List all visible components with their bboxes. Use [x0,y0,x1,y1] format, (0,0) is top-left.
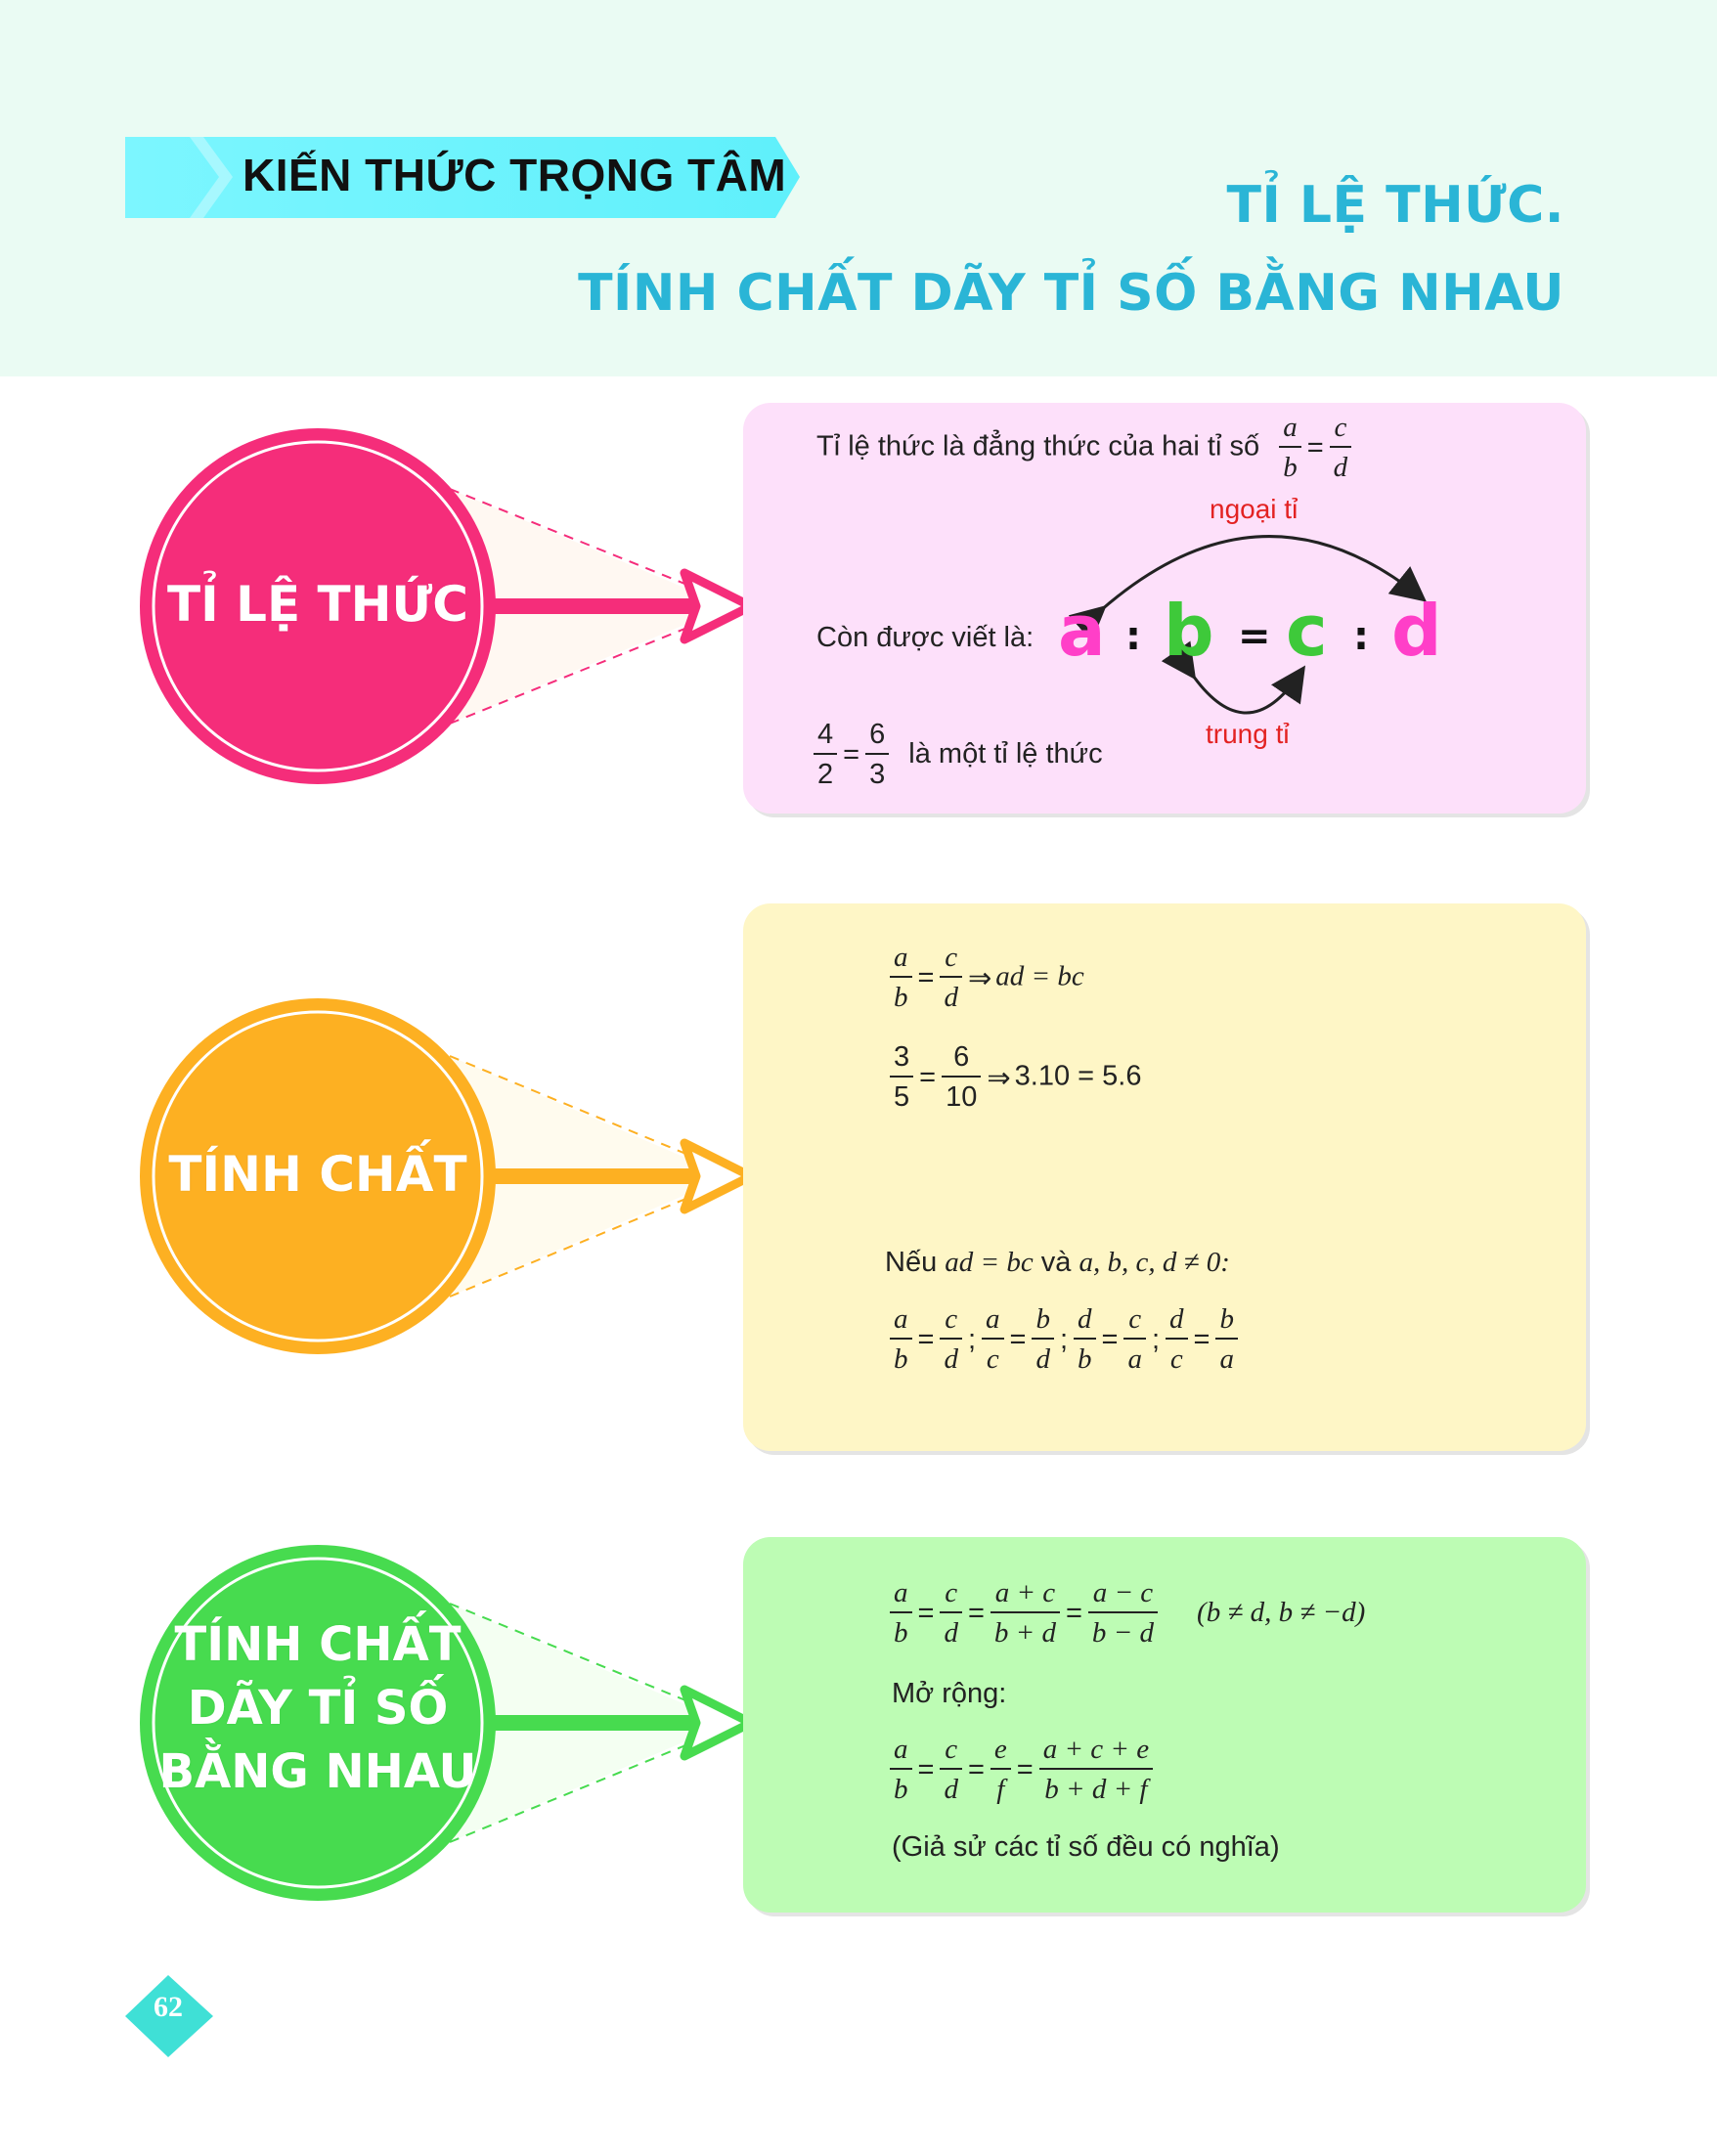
meaningful-note: (Giả sử các tỉ số đều có nghĩa) [892,1831,1280,1863]
letter-c: c [1286,590,1328,672]
header-banner-shape [125,137,800,218]
page-title-line2: TÍNH CHẤT DÃY TỈ SỐ BẰNG NHAU [578,264,1564,323]
section2-circle [140,998,496,1354]
also-written-text: Còn được viết là: [816,622,1035,653]
section1-label: TỈ LỆ THỨC [167,576,468,633]
section1-circle [140,428,496,784]
page-number: 62 [154,1991,183,2023]
letter-a: a [1058,590,1106,672]
colon-1: : [1125,614,1141,659]
section3-circle [140,1545,496,1901]
equal-ratios-box [743,1537,1586,1913]
property-box [743,903,1586,1451]
section2-label: TÍNH CHẤT [168,1146,467,1203]
section3-label: TÍNH CHẤT DÃY TỈ SỐ BẰNG NHAU [158,1617,477,1799]
page-number-badge [125,1975,213,2057]
page-title-line1: TỈ LỆ THỨC. [1226,176,1564,235]
colon-2: : [1353,614,1369,659]
letter-b: b [1164,590,1214,672]
equals-sign: = [1238,614,1271,659]
outer-terms-label: ngoại tỉ [1210,494,1299,524]
inner-terms-label: trung tỉ [1206,719,1290,749]
header-banner-text: KIẾN THỨC TRỌNG TÂM [242,150,787,200]
letter-d: d [1391,590,1442,672]
converse-condition: Nếu ad = bc và a, b, c, d ≠ 0: [885,1247,1230,1278]
extension-label: Mở rộng: [892,1678,1007,1709]
